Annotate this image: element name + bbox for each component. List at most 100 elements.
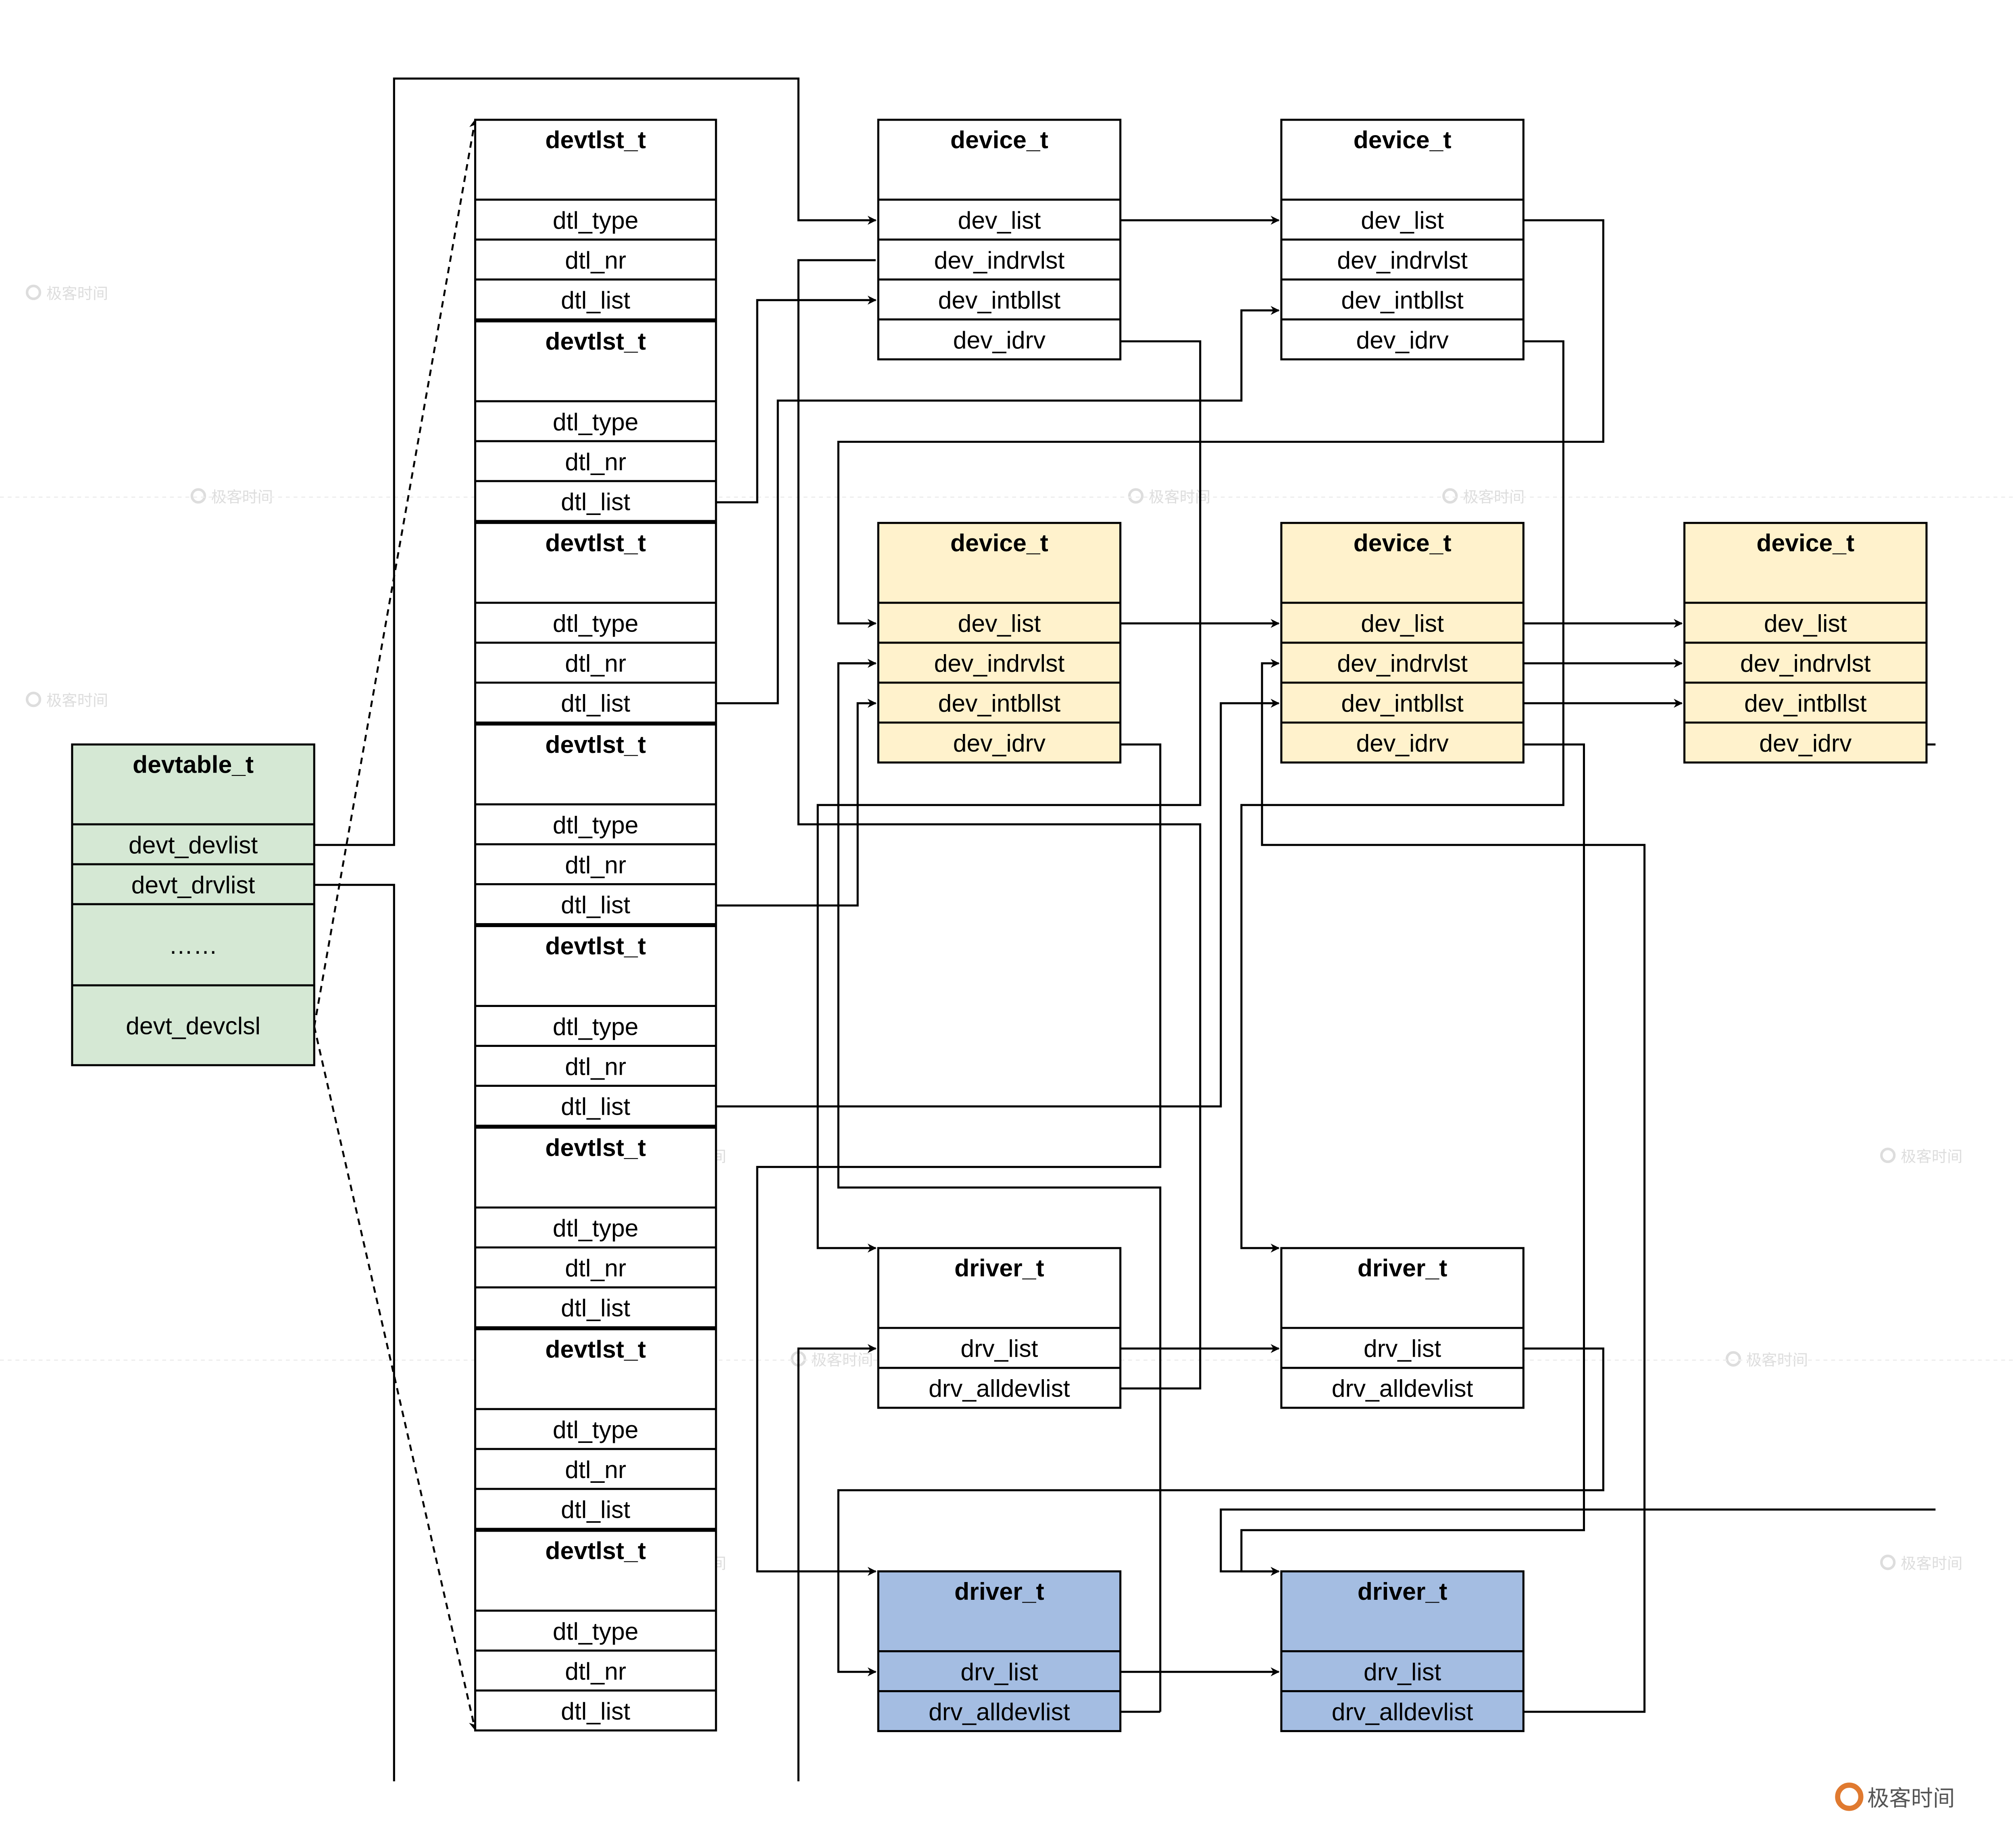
field-dev-indrvlst: dev_indrvlst xyxy=(934,650,1065,677)
struct-title: devtable_t xyxy=(133,750,254,778)
field-drv-alldevlist: drv_alldevlist xyxy=(929,1698,1070,1725)
struct-title: driver_t xyxy=(954,1578,1044,1605)
struct-title: devtlst_t xyxy=(545,731,646,758)
conn-devlist xyxy=(314,77,877,846)
conn-a2-b1 xyxy=(837,219,1604,628)
conn-a1-indrv-up xyxy=(797,259,1202,1390)
field-dev-indrvlst: dev_indrvlst xyxy=(1337,246,1468,274)
conn-dtl5 xyxy=(716,698,1280,1108)
field-dev-intbllst: dev_intbllst xyxy=(1341,690,1464,717)
field-drv-alldevlist: drv_alldevlist xyxy=(1332,1698,1473,1725)
field-dtl-nr: dtl_nr xyxy=(565,1456,626,1483)
field-devt-drvlist: devt_drvlist xyxy=(131,871,255,898)
field-drv-list: drv_list xyxy=(960,1658,1038,1685)
struct-title: driver_t xyxy=(1358,1578,1447,1605)
field-dtl-nr: dtl_nr xyxy=(565,1657,626,1685)
watermark-icon xyxy=(1128,488,1144,504)
watermark-icon xyxy=(1880,1554,1896,1570)
struct-title: device_t xyxy=(1756,529,1854,557)
field-dev-intbllst: dev_intbllst xyxy=(1744,690,1867,717)
struct-title: devtlst_t xyxy=(545,1335,646,1363)
field-dtl-nr: dtl_nr xyxy=(565,246,626,274)
logo-icon xyxy=(1835,1782,1864,1811)
struct-title: device_t xyxy=(950,126,1048,153)
field-dev-list: dev_list xyxy=(1361,206,1444,234)
field-dtl-type: dtl_type xyxy=(553,1214,639,1242)
field-dev-idrv: dev_idrv xyxy=(953,326,1046,354)
watermark-icon xyxy=(25,692,42,707)
device-box-dev-a2: device_t dev_list dev_indrvlst dev_intbllst… xyxy=(1280,119,1524,361)
field-dtl-type: dtl_type xyxy=(553,408,639,436)
watermark-icon xyxy=(1880,1147,1896,1163)
field-dev-list: dev_list xyxy=(1764,610,1847,637)
driver-box-drv-b2: driver_t drv_list drv_alldevlist xyxy=(1280,1570,1524,1732)
watermark-text: 极客时间 xyxy=(46,285,108,303)
conn-drv-a2-b1 xyxy=(837,1347,1604,1676)
field-dtl-list: dtl_list xyxy=(561,286,630,314)
devtable-box: devtable_tdevt_devlistdevt_drvlist……devt… xyxy=(71,743,315,1066)
field-devt-devlist: devt_devlist xyxy=(129,831,258,859)
conn-a1-idrv xyxy=(816,340,1202,1253)
struct-title: devtlst_t xyxy=(545,1134,646,1161)
watermark-text: 极客时间 xyxy=(46,692,108,710)
struct-box xyxy=(474,925,717,1127)
field-drv-alldevlist: drv_alldevlist xyxy=(1332,1375,1473,1402)
devtlst-box-5: devtlst_t dtl_type dtl_nr dtl_list xyxy=(474,925,717,1127)
conn-b2-idrv xyxy=(1240,743,1585,1576)
field-dev-idrv: dev_idrv xyxy=(1356,730,1449,757)
field-dev-list: dev_list xyxy=(1361,610,1444,637)
field-devt-devclsl: devt_devclsl xyxy=(126,1012,260,1040)
field-dev-idrv: dev_idrv xyxy=(1759,730,1852,757)
field-dev-intbllst: dev_intbllst xyxy=(938,286,1061,314)
field-drv-list: drv_list xyxy=(1364,1658,1441,1685)
conn-b2-indrv xyxy=(1261,659,1646,1713)
struct-title: device_t xyxy=(1354,126,1452,153)
struct-title: devtlst_t xyxy=(545,126,646,153)
field-dtl-list: dtl_list xyxy=(561,891,630,918)
conn-drvlist xyxy=(314,884,395,1782)
conn-a2-idrv xyxy=(1240,340,1564,1253)
struct-title: devtlst_t xyxy=(545,529,646,557)
conn-b1-idrv xyxy=(756,743,1162,1576)
conn-offscreen-b2 xyxy=(1220,1508,1936,1576)
devtlst-box-4: devtlst_t dtl_type dtl_nr dtl_list xyxy=(474,723,717,926)
conn-dtl2 xyxy=(716,295,877,504)
struct-box xyxy=(474,119,717,321)
field-dev-indrvlst: dev_indrvlst xyxy=(934,246,1065,274)
field-drv-list: drv_list xyxy=(1364,1335,1441,1362)
conn-devclsl-bottom xyxy=(313,1026,478,1731)
field-dtl-list: dtl_list xyxy=(561,1092,630,1120)
field-dtl-nr: dtl_nr xyxy=(565,448,626,475)
device-box-dev-b1: device_tdev_listdev_indrvlstdev_intbllst… xyxy=(877,522,1122,764)
conn-devclsl-top xyxy=(313,119,479,1027)
struct-box xyxy=(474,1126,717,1328)
conn-b1-indrv xyxy=(837,662,1162,1713)
field-dtl-nr: dtl_nr xyxy=(565,650,626,677)
field-dtl-list: dtl_list xyxy=(561,1496,630,1523)
driver-box-drv-b1: driver_t drv_list drv_alldevlist xyxy=(877,1570,1122,1732)
field-dtl-list: dtl_list xyxy=(561,1697,630,1725)
field-dtl-nr: dtl_nr xyxy=(565,1053,626,1080)
struct-box xyxy=(474,723,717,926)
field-dtl-type: dtl_type xyxy=(553,1416,639,1443)
field-dtl-type: dtl_type xyxy=(553,811,639,838)
struct-title: device_t xyxy=(1354,529,1452,557)
field-dev-intbllst: dev_intbllst xyxy=(1341,286,1464,314)
field-dtl-nr: dtl_nr xyxy=(565,851,626,878)
struct-box xyxy=(474,320,717,522)
field-dev-list: dev_list xyxy=(958,206,1041,234)
logo-text: 极客时间 xyxy=(1867,1786,1955,1811)
watermark-icon xyxy=(1442,488,1458,504)
struct-box xyxy=(474,1328,717,1530)
watermark-text: 极客时间 xyxy=(1901,1148,1962,1166)
watermark-text: 极客时间 xyxy=(1901,1555,1962,1573)
field-drv-list: drv_list xyxy=(960,1335,1038,1362)
struct-title: devtlst_t xyxy=(545,932,646,960)
field-dtl-type: dtl_type xyxy=(553,1013,639,1040)
